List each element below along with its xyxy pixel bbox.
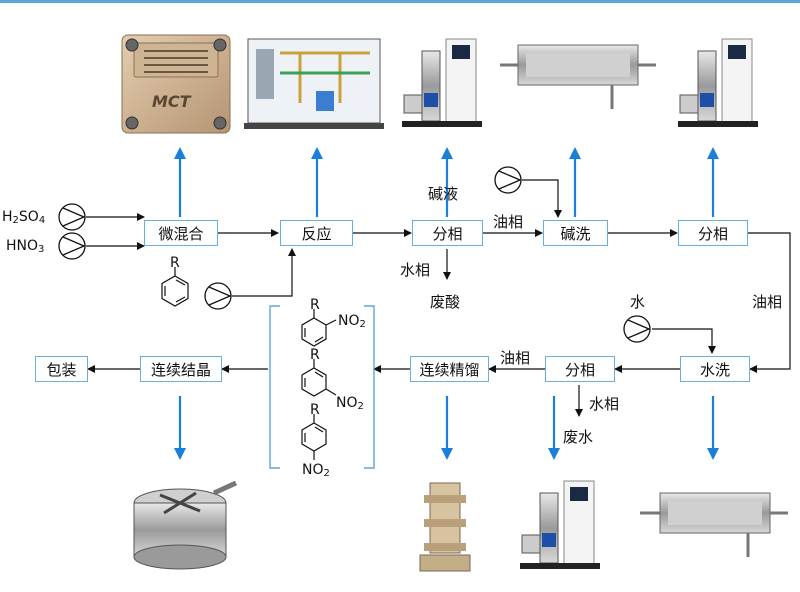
distillation-column-image [419, 482, 471, 572]
crystallizer-image [133, 480, 238, 570]
box-distillation: 连续精馏 [410, 356, 489, 382]
box-phase-sep-1: 分相 [412, 220, 483, 246]
r-label-meta: R [310, 347, 320, 363]
r-label-benzene: R [170, 255, 180, 271]
mct-mixer-image [121, 34, 231, 134]
box-water-wash: 水洗 [680, 356, 750, 382]
label-waste-water: 废水 [563, 428, 594, 446]
box-reaction: 反应 [280, 220, 353, 246]
equipment-arrows [174, 147, 719, 460]
pump-hno3-icon [58, 232, 86, 260]
water-wash-image [640, 492, 788, 557]
pump-water-icon [623, 315, 651, 343]
process-lines [86, 179, 791, 417]
label-oil-phase-1: 油相 [493, 213, 524, 231]
label-water: 水 [630, 293, 646, 311]
nitro-label-ortho: NO2 [338, 313, 366, 330]
mct-logo: MCT [152, 92, 191, 111]
box-phase-sep-3: 分相 [545, 356, 615, 382]
oil-phase-return-line [748, 232, 791, 373]
pump-h2so4-icon [58, 203, 86, 231]
product-bracket-left [269, 305, 280, 469]
pump-alkali-icon [494, 166, 522, 194]
label-water-phase-2: 水相 [589, 395, 620, 413]
box-packaging: 包装 [35, 356, 88, 382]
box-crystallization: 连续结晶 [140, 356, 222, 382]
alkali-feed-line [522, 179, 562, 218]
hno3-label: HNO3 [6, 238, 45, 255]
phase-separator-image-3 [520, 480, 600, 569]
ortho-nitro-icon [301, 309, 337, 347]
r-benzene-icon [161, 267, 189, 307]
chem-structures [161, 267, 337, 460]
r-label-para: R [310, 402, 320, 418]
label-oil-phase-right: 油相 [752, 293, 783, 311]
label-water-phase-1: 水相 [400, 261, 431, 279]
r-label-ortho: R [310, 297, 320, 313]
product-bracket-right [364, 305, 375, 469]
label-waste-acid: 废酸 [430, 293, 461, 311]
phase-separator-image-2 [678, 38, 758, 127]
nitro-label-meta: NO2 [336, 395, 364, 412]
pumps [58, 166, 651, 343]
reaction-skid-image [244, 38, 384, 129]
para-nitro-icon [301, 414, 327, 460]
label-alkali-liquid: 碱液 [428, 185, 459, 203]
box-alkali-wash: 碱洗 [543, 220, 608, 246]
box-phase-sep-2: 分相 [678, 220, 748, 246]
meta-nitro-icon [301, 359, 337, 397]
label-oil-phase-2: 油相 [500, 349, 531, 367]
nitro-label-para: NO2 [302, 462, 330, 479]
flow-lines [58, 34, 791, 572]
phase-separator-image-1 [402, 38, 482, 127]
box-mixing: 微混合 [144, 220, 218, 246]
pump-r-feed-icon [204, 282, 232, 310]
alkali-wash-image [500, 44, 656, 109]
water-feed-line [652, 328, 716, 354]
r-feed-line [232, 248, 296, 297]
h2so4-label: H2SO4 [2, 209, 46, 226]
